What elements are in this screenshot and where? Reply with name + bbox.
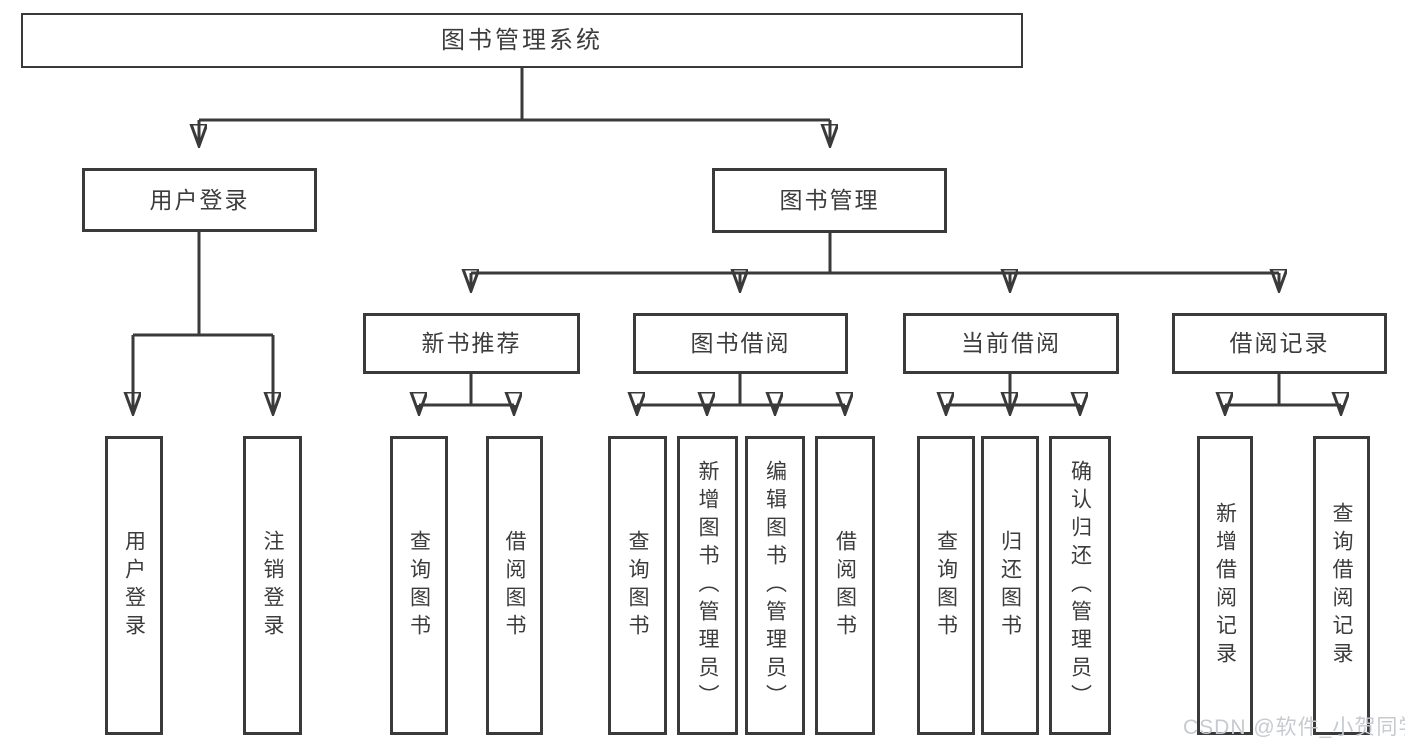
leaf-add-books-admin-label: 新增图书（管理员） [696, 459, 720, 712]
node-current-borrow-label: 当前借阅 [961, 330, 1061, 356]
leaf-edit-books-admin-label: 编辑图书（管理员） [763, 459, 787, 712]
leaf-query-borrow-record: 查询借阅记录 [1313, 436, 1370, 735]
node-user-login: 用户登录 [82, 168, 317, 232]
node-current-borrow: 当前借阅 [903, 313, 1119, 374]
node-system-root: 图书管理系统 [21, 13, 1023, 68]
node-book-borrow: 图书借阅 [633, 313, 848, 374]
leaf-borrow-books-label: 借阅图书 [833, 529, 857, 642]
node-book-borrow-label: 图书借阅 [690, 330, 791, 356]
leaf-borrow-query-books: 查询图书 [608, 436, 667, 735]
leaf-rec-borrow-books: 借阅图书 [486, 436, 543, 735]
leaf-confirm-return-admin-label: 确认归还（管理员） [1068, 459, 1092, 712]
leaf-borrow-books: 借阅图书 [815, 436, 875, 735]
leaf-logout-label: 注销登录 [261, 529, 285, 642]
node-new-book-recommend: 新书推荐 [363, 313, 580, 374]
leaf-return-books-label: 归还图书 [998, 529, 1022, 642]
leaf-borrow-query-books-label: 查询图书 [626, 529, 650, 642]
node-new-book-recommend-label: 新书推荐 [421, 330, 522, 356]
leaf-rec-query-books-label: 查询图书 [407, 529, 431, 642]
leaf-user-login-label: 用户登录 [122, 529, 146, 642]
node-borrow-records-label: 借阅记录 [1229, 330, 1330, 356]
leaf-rec-borrow-books-label: 借阅图书 [503, 529, 527, 642]
node-book-management-label: 图书管理 [779, 187, 880, 213]
node-borrow-records: 借阅记录 [1172, 313, 1387, 374]
node-book-management: 图书管理 [712, 168, 947, 233]
leaf-add-borrow-record: 新增借阅记录 [1197, 436, 1253, 735]
leaf-current-query-books: 查询图书 [917, 436, 975, 735]
node-system-root-label: 图书管理系统 [441, 26, 603, 54]
leaf-confirm-return-admin: 确认归还（管理员） [1049, 436, 1111, 735]
leaf-add-books-admin: 新增图书（管理员） [677, 436, 738, 735]
node-user-login-label: 用户登录 [149, 186, 250, 213]
leaf-return-books: 归还图书 [981, 436, 1039, 735]
leaf-add-borrow-record-label: 新增借阅记录 [1213, 501, 1237, 670]
leaf-logout: 注销登录 [243, 436, 302, 735]
leaf-rec-query-books: 查询图书 [390, 436, 448, 735]
leaf-current-query-books-label: 查询图书 [934, 529, 958, 642]
leaf-user-login: 用户登录 [105, 436, 163, 735]
leaf-edit-books-admin: 编辑图书（管理员） [745, 436, 805, 735]
csdn-watermark: CSDN @软件_小贺同学 [1183, 716, 1405, 739]
leaf-query-borrow-record-label: 查询借阅记录 [1330, 501, 1354, 670]
